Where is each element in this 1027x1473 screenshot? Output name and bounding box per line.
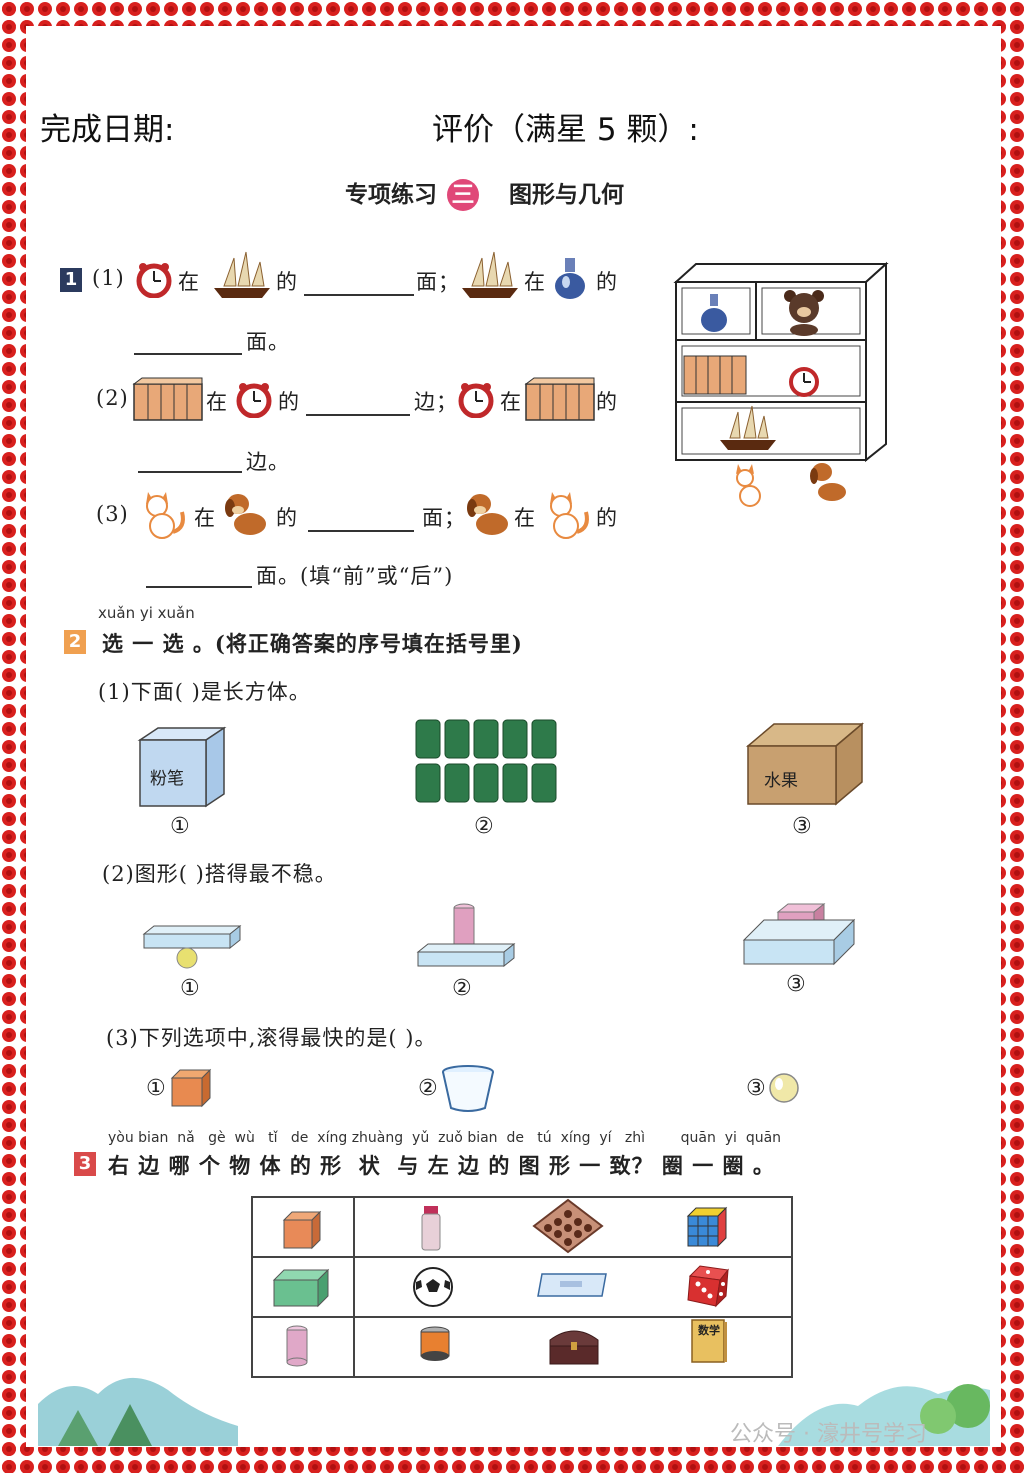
stack-cylinder-on-plank: [416, 903, 516, 968]
fruit-box-cuboid: [745, 722, 865, 806]
books-icon: [132, 377, 203, 421]
q2-s1-option3[interactable]: ③: [792, 814, 812, 839]
tin-can-option[interactable]: [418, 1326, 452, 1362]
q2-s2-option2[interactable]: ②: [452, 976, 472, 1001]
q1-row3-blank1[interactable]: [308, 529, 414, 532]
rubiks-cube-option[interactable]: [684, 1206, 728, 1250]
q1-row1-word-de2: 的: [596, 270, 618, 294]
q1-row3-end: 面。(填“前”或“后”): [256, 564, 454, 588]
dice-option[interactable]: [686, 1264, 730, 1308]
cup-icon: [442, 1065, 494, 1112]
title-badge: 三: [447, 179, 480, 211]
stack-block-on-slab: [742, 902, 856, 966]
q1-row2-blank1[interactable]: [306, 413, 410, 416]
q1-row2-word-de2: 的: [596, 390, 618, 414]
q1-row3-word-zai: 在: [194, 506, 216, 530]
q2-s3-option3[interactable]: ③: [746, 1076, 766, 1101]
q2-s1-option1[interactable]: ①: [170, 814, 190, 839]
q1-number: 1: [60, 268, 82, 292]
thermos-bottle-option[interactable]: [418, 1204, 444, 1252]
q2-title: 选 一 选 。(将正确答案的序号填在括号里): [102, 631, 523, 656]
landscape-decoration: [38, 1377, 990, 1446]
treasure-chest-option[interactable]: [546, 1322, 602, 1366]
date-label: 完成日期:: [40, 112, 175, 148]
fruit-box-label: 水果: [764, 771, 798, 791]
q3-title: 右 边 哪 个 物 体 的 形 状 与 左 边 的 图 形 一 致？ 圈 一 圈…: [108, 1153, 775, 1178]
shelf-illustration: [673, 261, 889, 507]
q1-row1-blank2[interactable]: [134, 352, 242, 355]
chocolate-box-option[interactable]: [530, 1198, 606, 1254]
q2-s2-option1[interactable]: ①: [180, 976, 200, 1001]
q1-row1-word-zai: 在: [178, 270, 200, 294]
books-icon: [524, 377, 595, 421]
q1-row1-end: 面。: [246, 330, 290, 354]
q1-row3-word-de2: 的: [596, 506, 618, 530]
q1-row1-blank1[interactable]: [304, 293, 414, 296]
q1-row3-blank2[interactable]: [146, 585, 252, 588]
q1-row1-word-mian: 面；: [416, 270, 460, 294]
q2-s1-option2[interactable]: ②: [474, 814, 494, 839]
clock-icon: [136, 263, 172, 298]
q1-row2-word-de: 的: [278, 390, 300, 414]
q2-s3-option2[interactable]: ②: [418, 1076, 438, 1101]
q1-row2-word-bian: 边；: [414, 390, 458, 414]
cat-icon: [146, 492, 185, 539]
orange-cube-icon: [170, 1068, 212, 1108]
q2-s2-option3[interactable]: ③: [786, 972, 806, 997]
worksheet-title: 专项练习 三 图形与几何: [345, 175, 624, 211]
cylinder-shape: [286, 1325, 308, 1367]
q1-row3-word-zai2: 在: [514, 506, 536, 530]
q1-row2-word-zai2: 在: [500, 390, 522, 414]
pencil-case-option[interactable]: [536, 1272, 610, 1300]
q2-s3-text: (3)下列选项中,滚得最快的是( )。: [106, 1026, 437, 1050]
stack-plank-on-ball: [142, 924, 242, 969]
sailboat-icon: [214, 251, 270, 298]
q1-row1-word-de: 的: [276, 270, 298, 294]
dog-icon: [467, 494, 508, 535]
dog-icon: [225, 494, 266, 535]
q2-s3-option1[interactable]: ①: [146, 1076, 166, 1101]
cans-cylinders: [415, 719, 557, 803]
chalk-box-cube: [137, 726, 227, 808]
math-book-label: 数学: [698, 1324, 720, 1337]
q3-number: 3: [74, 1152, 96, 1176]
soccer-ball-option[interactable]: [412, 1266, 454, 1308]
sailboat-icon: [462, 251, 518, 298]
clock-icon: [236, 383, 272, 418]
q1-row2-word-zai: 在: [206, 390, 228, 414]
cuboid-shape: [272, 1268, 330, 1308]
q2-pinyin: xuǎn yi xuǎn: [98, 604, 195, 622]
vase-icon: [555, 258, 585, 299]
clock-icon: [458, 383, 494, 418]
ball-icon: [769, 1073, 799, 1103]
q2-s1-text: (1)下面( )是长方体。: [98, 680, 311, 704]
q1-row2-end: 边。: [246, 450, 290, 474]
q1-row2-blank2[interactable]: [138, 470, 242, 473]
rating-label: 评价（满星 5 颗）:: [432, 112, 699, 148]
q1-row2-start: (2): [96, 386, 129, 410]
q1-row3-word-mian: 面；: [422, 506, 466, 530]
q1-row1-start: (1): [92, 266, 125, 290]
q3-pinyin: yòu bian nǎ gè wù tǐ de xíng zhuàng yǔ z…: [108, 1130, 782, 1146]
q1-row1-word-zai2: 在: [524, 270, 546, 294]
chalk-box-label: 粉笔: [150, 769, 184, 789]
q1-row3-start: (3): [96, 502, 129, 526]
q2-s2-text: (2)图形( )搭得最不稳。: [102, 862, 337, 886]
cat-icon: [550, 492, 589, 539]
q2-number: 2: [64, 630, 86, 654]
math-book-option[interactable]: [690, 1318, 728, 1366]
cube-shape: [282, 1210, 322, 1250]
watermark: 公众号 · 濠井号学习: [730, 1422, 927, 1447]
q1-row3-word-de: 的: [276, 506, 298, 530]
